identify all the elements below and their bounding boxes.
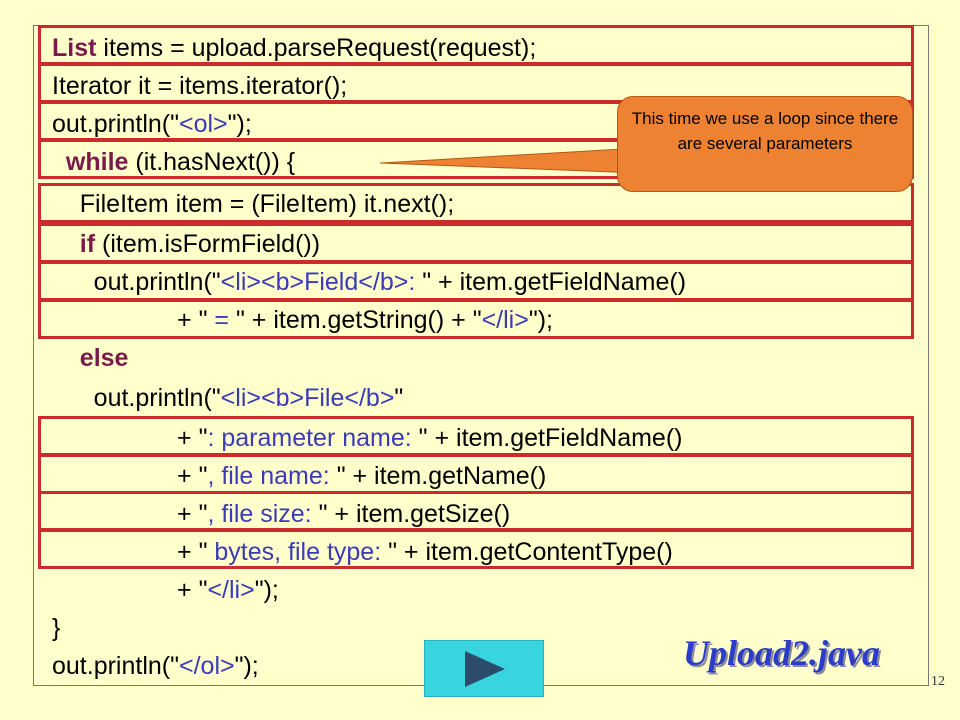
play-icon (465, 651, 505, 687)
code-string: <ol> (179, 110, 228, 138)
play-button[interactable] (424, 640, 544, 697)
code-text: " + item.getFieldName() (422, 268, 687, 296)
code-text: } (52, 614, 61, 642)
callout-text: This time we use a loop since there are … (631, 109, 899, 153)
code-text: " (394, 384, 404, 412)
code-string: <li><b>File</b> (220, 384, 395, 412)
code-string: , file name: (207, 462, 337, 490)
code-line: out.println("<li><b>File</b>" (52, 380, 404, 416)
highlight-box-content-type (38, 529, 914, 569)
code-line: else (52, 340, 129, 376)
code-text: " + item.getSize() (318, 500, 511, 528)
page-number: 12 (931, 674, 945, 689)
code-string: : parameter name: (207, 424, 419, 452)
code-text: out.println(" (52, 110, 179, 138)
code-keyword: if (79, 230, 96, 258)
code-text: " + item.getFieldName() (418, 424, 683, 452)
code-text: Iterator it = items.iterator(); (52, 72, 348, 100)
code-string: = (207, 306, 236, 334)
callout-bubble: This time we use a loop since there are … (617, 96, 913, 192)
code-string: </li> (207, 576, 255, 604)
code-keyword: else (79, 344, 129, 372)
code-line: while (it.hasNext()) { (52, 144, 295, 180)
code-line: out.println("</ol>"); (52, 648, 259, 684)
code-text: + " (52, 306, 208, 334)
code-text: + " (52, 538, 208, 566)
code-line: + ": parameter name: " + item.getFieldNa… (52, 420, 683, 456)
code-text: " + item.getContentType() (388, 538, 673, 566)
code-text: FileItem item = (FileItem) it.next(); (52, 190, 455, 218)
code-line: out.println("<li><b>Field</b>: " + item.… (52, 264, 686, 300)
code-text: out.println(" (52, 268, 221, 296)
code-text: + " (52, 500, 208, 528)
code-string: bytes, file type: (207, 538, 389, 566)
code-line: Iterator it = items.iterator(); (52, 68, 347, 104)
code-line: FileItem item = (FileItem) it.next(); (52, 186, 454, 222)
code-line: + "</li>"); (52, 572, 279, 608)
code-text: items = upload.parseRequest(request); (96, 34, 537, 62)
file-title: Upload2.java (683, 633, 880, 673)
code-text: "); (227, 110, 252, 138)
code-line: out.println("<ol>"); (52, 106, 252, 142)
code-text: out.println(" (52, 652, 179, 680)
code-line: if (item.isFormField()) (52, 226, 320, 262)
highlight-box-fileitem (38, 183, 914, 223)
code-string: </li> (481, 306, 529, 334)
code-string: <li><b>Field</b>: (220, 268, 423, 296)
code-string: , file size: (207, 500, 319, 528)
code-line: + ", file size: " + item.getSize() (52, 496, 510, 532)
code-text: + " (52, 462, 208, 490)
code-keyword: while (65, 148, 129, 176)
code-text: + " (52, 424, 208, 452)
code-line: + ", file name: " + item.getName() (52, 458, 546, 494)
code-text: " + item.getString() + " (235, 306, 482, 334)
code-text: (item.isFormField()) (95, 230, 321, 258)
code-text: (it.hasNext()) { (128, 148, 296, 176)
highlight-box-getstring (38, 299, 914, 339)
code-line: List items = upload.parseRequest(request… (52, 30, 536, 66)
code-line: + " = " + item.getString() + "</li>"); (52, 302, 553, 338)
code-text: "); (234, 652, 259, 680)
code-text: + " (52, 576, 208, 604)
code-text: "); (528, 306, 553, 334)
code-text: " + item.getName() (336, 462, 547, 490)
code-string: </ol> (179, 652, 235, 680)
code-text: "); (254, 576, 279, 604)
code-line: } (52, 610, 60, 646)
code-line: + " bytes, file type: " + item.getConten… (52, 534, 673, 570)
code-text: out.println(" (52, 384, 221, 412)
code-keyword: List (52, 34, 97, 62)
